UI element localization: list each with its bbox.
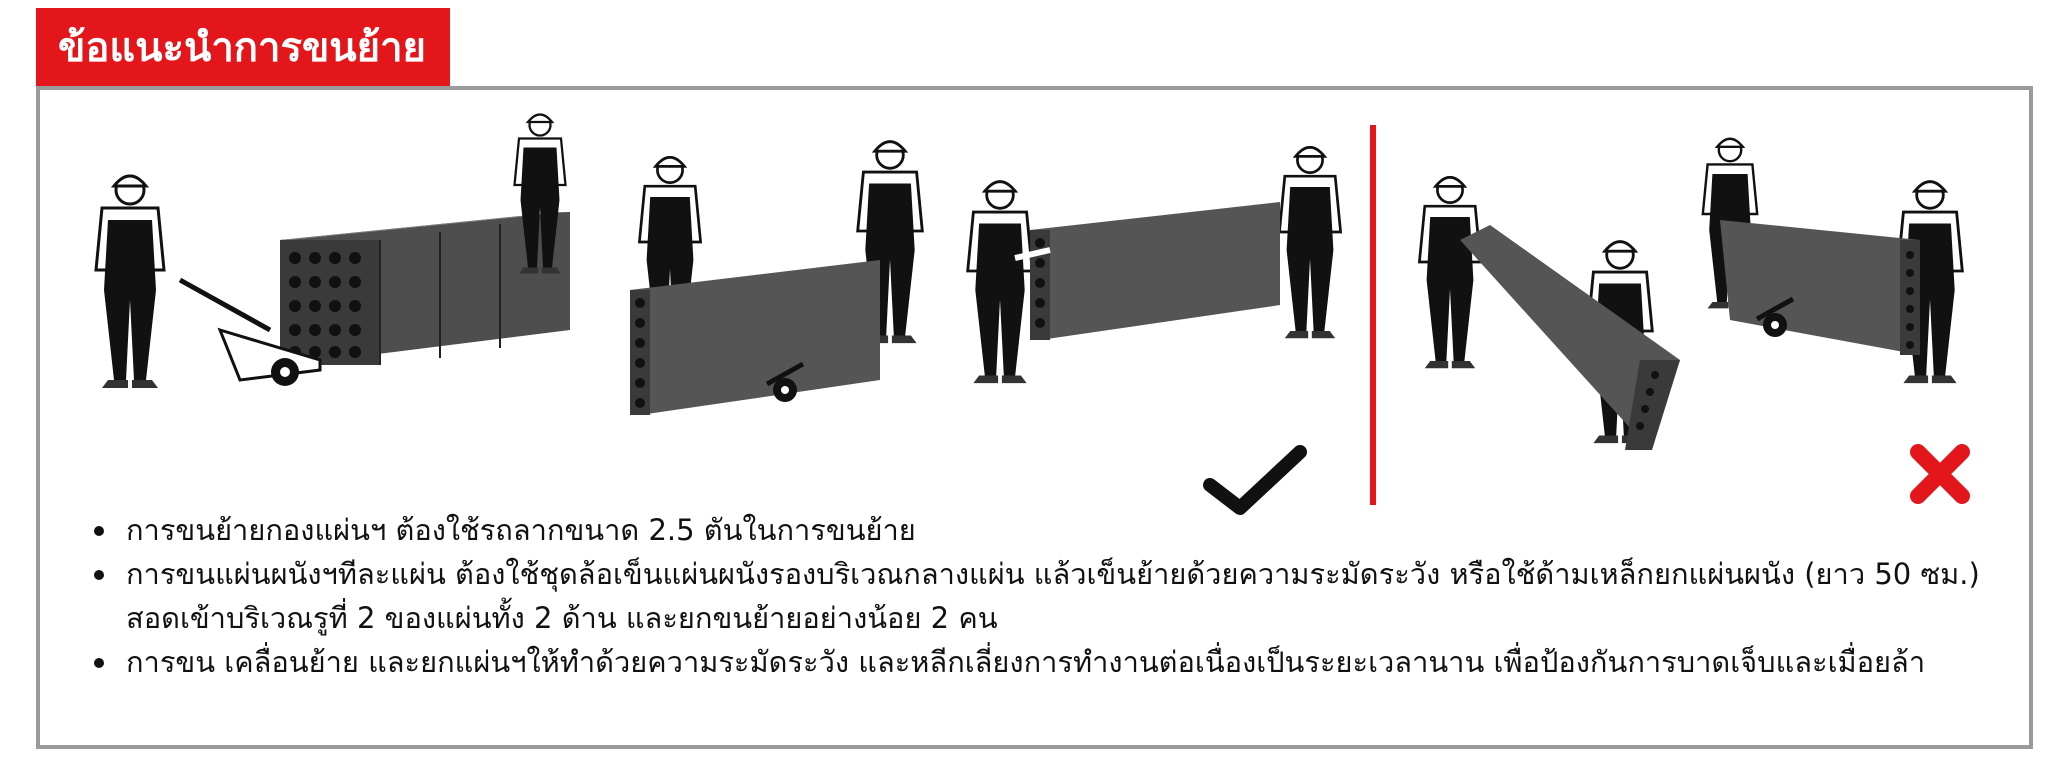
divider-line: [1370, 125, 1376, 505]
note-item: การขนแผ่นผนังฯทีละแผ่น ต้องใช้ชุดล้อเข็น…: [90, 552, 2010, 640]
scene-two-person-lift: [966, 146, 1342, 385]
page-title: ข้อแนะนำการขนย้าย: [58, 25, 426, 71]
cross-icon: [1910, 444, 1970, 504]
content-frame: [36, 86, 2033, 749]
note-item: การขนย้ายกองแผ่นฯ ต้องใช้รถลากขนาด 2.5 ต…: [90, 508, 2010, 552]
scene-incorrect-tilt: [1418, 176, 1680, 450]
handling-notes: การขนย้ายกองแผ่นฯ ต้องใช้รถลากขนาด 2.5 ต…: [90, 508, 2010, 684]
scene-incorrect-flat: [1701, 137, 1964, 385]
scene-pallet-truck: [94, 113, 570, 390]
handling-illustration: [94, 113, 1970, 515]
title-banner: ข้อแนะนำการขนย้าย: [36, 8, 450, 86]
check-icon: [1203, 445, 1307, 515]
note-item: การขน เคลื่อนย้าย และยกแผ่นฯให้ทำด้วยควา…: [90, 640, 2010, 684]
scene-panel-dolly: [630, 140, 924, 415]
